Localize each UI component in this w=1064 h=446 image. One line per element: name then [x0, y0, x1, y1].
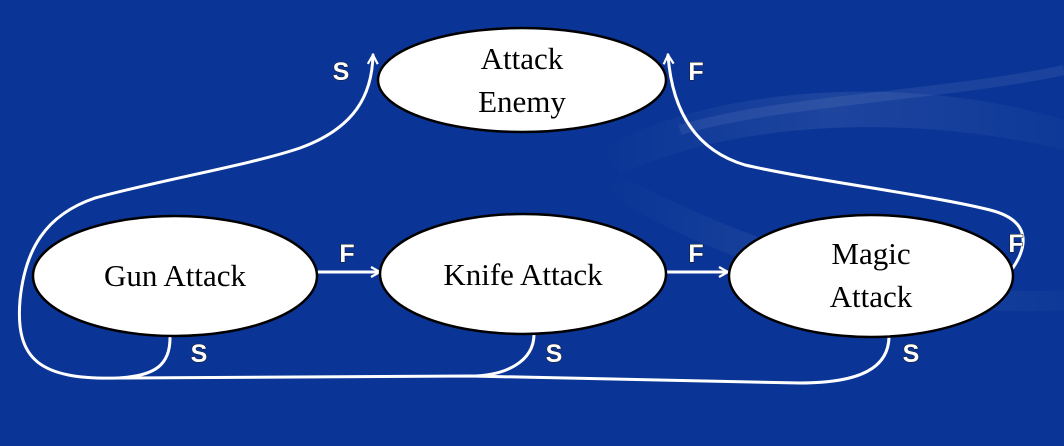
edge-label-top-left-s: S — [333, 58, 350, 86]
edge-label-knife-bottom-s: S — [546, 340, 563, 368]
edge-gun-to-enemy — [17, 55, 373, 380]
node-attack-enemy-line-1: Attack — [481, 41, 564, 76]
edge-magic-to-enemy — [668, 55, 1025, 274]
node-magic-attack-line-1: Magic — [831, 236, 910, 271]
node-knife-attack-label: Knife Attack — [443, 257, 603, 292]
edge-label-knife-magic-f: F — [688, 240, 703, 268]
edge-label-gun-knife-f: F — [339, 240, 354, 268]
edge-gun-to-bus — [116, 336, 172, 380]
edges — [17, 55, 1025, 385]
node-knife-attack: Knife Attack — [378, 212, 668, 336]
edge-magic-to-bus — [798, 334, 891, 385]
edge-label-gun-bottom-s: S — [191, 340, 208, 368]
node-gun-attack: Gun Attack — [31, 214, 319, 338]
node-gun-attack-label: Gun Attack — [104, 258, 247, 293]
edge-label-magic-bottom-s: S — [903, 340, 920, 368]
node-attack-enemy-line-2: Enemy — [478, 84, 566, 119]
edge-labels: S F F F F S S S — [190, 58, 1024, 369]
node-attack-enemy: Attack Enemy — [376, 26, 668, 134]
edge-return-bus — [116, 374, 802, 385]
node-magic-attack: Magic Attack — [727, 213, 1015, 339]
edge-label-top-right-f: F — [688, 58, 703, 86]
edge-label-magic-right-f: F — [1008, 230, 1023, 258]
edge-knife-to-bus — [468, 332, 536, 378]
node-magic-attack-line-2: Attack — [830, 279, 913, 314]
